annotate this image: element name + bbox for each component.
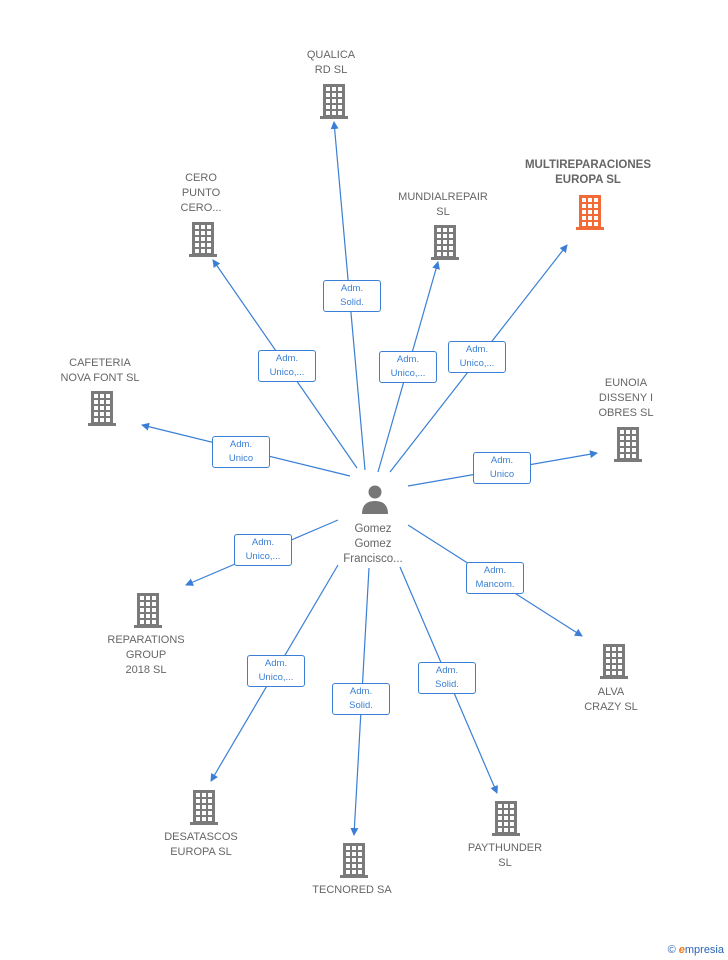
building-icon-alva[interactable] <box>600 644 628 679</box>
building-icon-tecnored[interactable] <box>340 843 368 878</box>
edge-label-alva: Adm. Mancom. <box>466 562 524 594</box>
building-icon-qualica[interactable] <box>320 84 348 119</box>
building-icon-eunoia[interactable] <box>614 427 642 462</box>
edge-label-tecnored: Adm. Solid. <box>332 683 390 715</box>
company-label-tecnored[interactable]: TECNORED SA <box>312 884 392 896</box>
company-label-qualica[interactable]: QUALICA RD SL <box>306 49 356 76</box>
edge-label-mundial: Adm. Unico,... <box>379 351 437 383</box>
edge-label-desatascos: Adm. Unico,... <box>247 655 305 687</box>
company-label-eunoia[interactable]: EUNOIA DISSENY I OBRES SL <box>598 377 654 419</box>
edge-label-cero: Adm. Unico,... <box>258 350 316 382</box>
footer-brand: © empresia <box>668 944 724 956</box>
building-icon-cafeteria[interactable] <box>88 391 116 426</box>
building-icon-cero[interactable] <box>189 222 217 257</box>
building-icon-mundial[interactable] <box>431 225 459 260</box>
copyright-symbol: © <box>667 944 676 956</box>
edge-label-reparations: Adm. Unico,... <box>234 534 292 566</box>
brand-logo-text: mpresia <box>684 944 724 956</box>
brand-logo-e: e <box>678 944 685 956</box>
edge-label-eunoia: Adm. Unico <box>473 452 531 484</box>
person-icon[interactable] <box>362 485 388 515</box>
building-icon-paythunder[interactable] <box>492 801 520 836</box>
company-label-cero[interactable]: CERO PUNTO CERO... <box>180 172 222 214</box>
edge-label-qualica: Adm. Solid. <box>323 280 381 312</box>
building-icon-reparations[interactable] <box>134 593 162 628</box>
edge-label-multi: Adm. Unico,... <box>448 341 506 373</box>
company-label-multi[interactable]: MULTIREPARACIONES EUROPA SL <box>524 159 652 186</box>
company-label-desatascos[interactable]: DESATASCOS EUROPA SL <box>164 831 238 858</box>
building-icon-multi[interactable] <box>576 195 604 230</box>
company-label-alva[interactable]: ALVA CRAZY SL <box>584 686 638 713</box>
person-label[interactable]: Gomez Gomez Francisco... <box>343 523 403 565</box>
company-label-mundial[interactable]: MUNDIALREPAIR SL <box>398 191 488 218</box>
edge-label-cafeteria: Adm. Unico <box>212 436 270 468</box>
edge-label-paythunder: Adm. Solid. <box>418 662 476 694</box>
company-label-cafeteria[interactable]: CAFETERIA NOVA FONT SL <box>60 357 140 384</box>
company-label-paythunder[interactable]: PAYTHUNDER SL <box>467 842 543 869</box>
building-icon-desatascos[interactable] <box>190 790 218 825</box>
company-label-reparations[interactable]: REPARATIONS GROUP 2018 SL <box>107 634 185 676</box>
